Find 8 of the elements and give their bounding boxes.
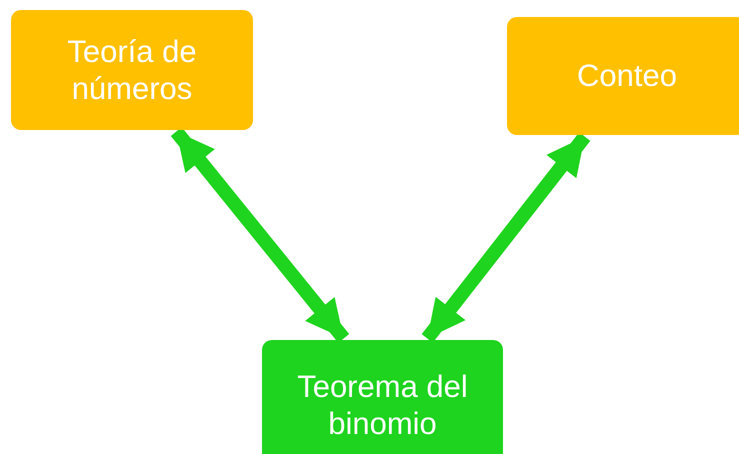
topic-label: Teorema del binomio [296, 368, 469, 442]
topic-label: Conteo [577, 57, 677, 95]
topic-box [262, 340, 503, 454]
double-arrow [170, 127, 350, 343]
topic-box [11, 10, 253, 130]
double-arrow [422, 132, 590, 343]
topic-label: Teoría de números [66, 32, 198, 108]
topic-box [507, 17, 739, 135]
